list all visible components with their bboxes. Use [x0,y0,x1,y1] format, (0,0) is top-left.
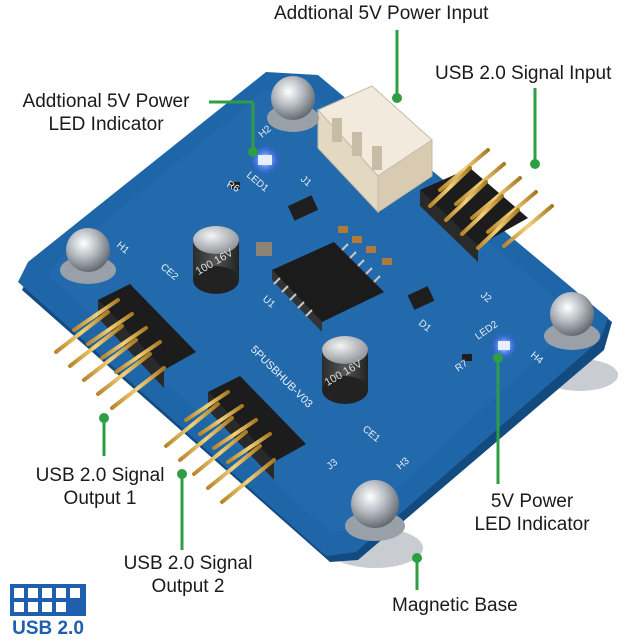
standoff-nut-h3 [345,480,405,541]
usb-output2-header [164,376,306,504]
callout-magnetic-base: Magnetic Base [392,595,518,616]
led2-indicator [490,332,518,360]
callout-usb-output1-line2: Output 1 [63,488,137,509]
callout-usb-output2-line2: Output 2 [151,576,225,597]
capacitor-ce1: 100 16V [322,336,368,404]
smd-components [230,182,472,361]
callout-additional-power-input: Addtional 5V Power Input [274,3,489,24]
callout-usb-output2-line1: USB 2.0 Signal [123,553,253,574]
capacitor-ce2: 100 16V [193,226,239,294]
callout-power-led-line2: LED Indicator [474,514,590,535]
callout-additional-power-led-line1: Addtional 5V Power [22,91,190,112]
callout-additional-power-led-line2: LED Indicator [48,114,164,135]
standoff-nut-h2 [267,76,319,132]
callout-usb-output1-line1: USB 2.0 Signal [35,465,165,486]
standoff-nut-h4 [544,292,600,350]
usb-input-header [420,148,554,262]
usb2-badge-label: USB 2.0 [12,618,84,639]
callout-power-led: 5V Power LED Indicator [462,490,602,536]
callout-power-led-line1: 5V Power [490,491,574,512]
usb-output1-header [54,284,196,410]
hub-ic-chip [272,242,384,332]
usb2-badge: USB 2.0 [4,582,92,639]
callout-lines [99,30,540,590]
callout-usb-output2: USB 2.0 Signal Output 2 [104,552,272,598]
power-input-connector [317,85,433,214]
usb-connector-icon [10,584,86,616]
standoff-nut-h1 [60,228,116,284]
callout-usb-signal-input: USB 2.0 Signal Input [435,63,612,84]
callout-additional-power-led: Addtional 5V Power LED Indicator [4,90,208,136]
callout-usb-output1: USB 2.0 Signal Output 1 [16,464,184,510]
